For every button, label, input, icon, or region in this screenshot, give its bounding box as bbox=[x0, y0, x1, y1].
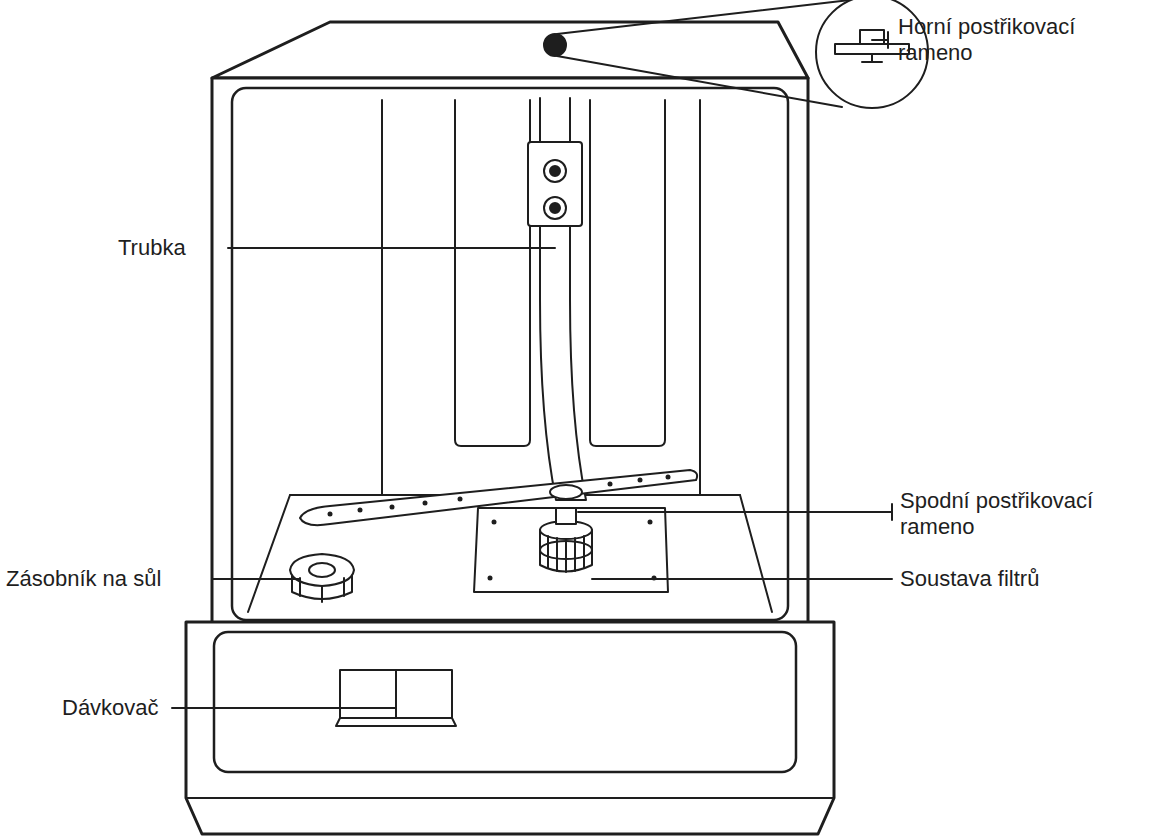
back-wall bbox=[248, 100, 772, 612]
dispenser bbox=[336, 670, 456, 726]
leader-lines bbox=[172, 32, 892, 708]
filter-assembly bbox=[540, 508, 592, 572]
zoom-callout bbox=[544, 0, 928, 108]
part-label: Zásobník na sůl bbox=[6, 566, 161, 592]
lower-spray-arm bbox=[300, 470, 697, 525]
door bbox=[186, 622, 834, 834]
part-label: Soustava filtrů bbox=[900, 566, 1039, 592]
pipe bbox=[528, 98, 586, 500]
part-label: Trubka bbox=[118, 235, 186, 261]
cavity-outline bbox=[232, 88, 788, 620]
part-label: Dávkovač bbox=[62, 695, 159, 721]
part-label: Horní postřikovací rameno bbox=[898, 14, 1138, 66]
part-label: Spodní postřikovací rameno bbox=[900, 488, 1150, 540]
cabinet-top bbox=[212, 22, 808, 78]
cabinet-body bbox=[212, 78, 808, 623]
